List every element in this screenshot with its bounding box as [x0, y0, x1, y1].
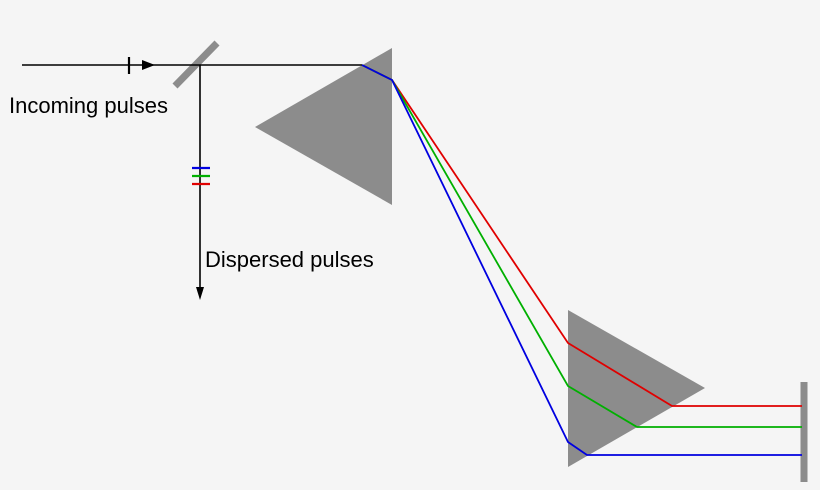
incoming-pulses-label: Incoming pulses [9, 93, 168, 118]
dispersed-arrowhead [196, 287, 204, 300]
incoming-arrowhead [142, 60, 155, 70]
dispersed-pulses-label: Dispersed pulses [205, 247, 374, 272]
ray-blue [361, 64, 802, 456]
prism-2 [568, 310, 705, 467]
prism-1 [255, 48, 392, 205]
